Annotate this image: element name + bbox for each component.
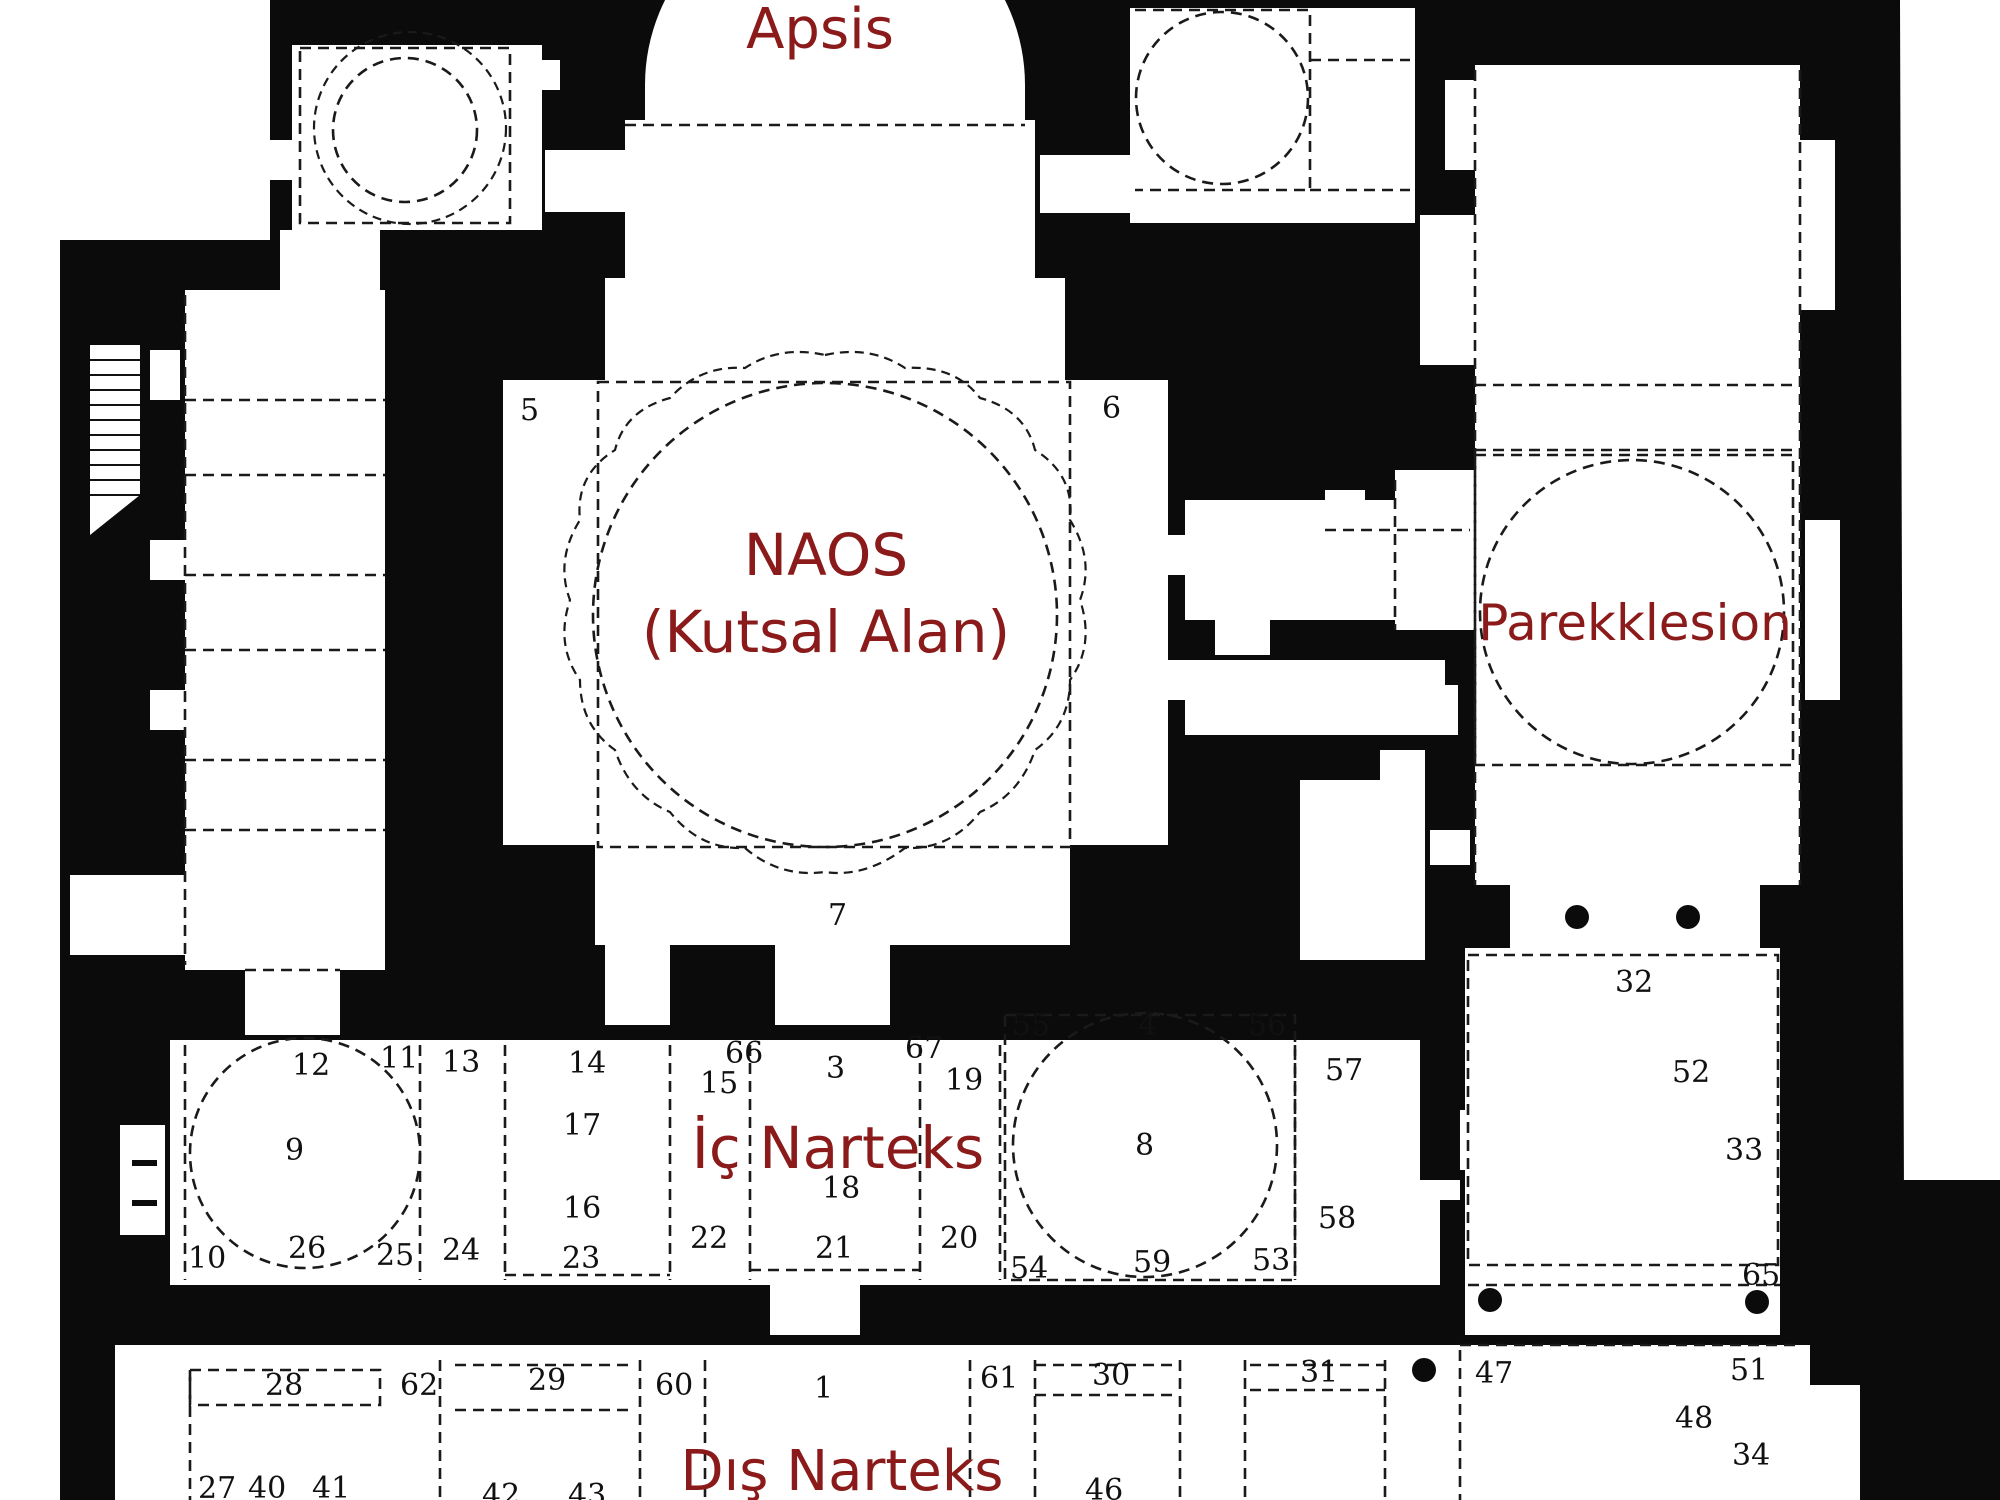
number-65: 65	[1742, 1258, 1780, 1293]
number-23: 23	[562, 1241, 600, 1276]
number-62: 62	[400, 1368, 438, 1403]
label-parekklesion: Parekklesion	[1478, 594, 1792, 652]
number-16: 16	[563, 1191, 601, 1226]
number-54: 54	[1010, 1251, 1048, 1286]
west-door-marks	[132, 1160, 157, 1206]
number-42: 42	[482, 1478, 520, 1500]
number-40: 40	[248, 1471, 286, 1500]
label-ic-narteks: İç Narteks	[692, 1114, 984, 1182]
number-27: 27	[198, 1471, 236, 1500]
naos-room	[503, 380, 1168, 845]
number-58: 58	[1318, 1201, 1356, 1236]
number-26: 26	[288, 1231, 326, 1266]
number-4: 4	[1138, 1008, 1157, 1043]
number-7: 7	[828, 898, 847, 933]
number-46: 46	[1085, 1473, 1123, 1500]
pillar-dot	[1676, 905, 1700, 929]
number-61: 61	[980, 1361, 1018, 1396]
number-47: 47	[1475, 1356, 1513, 1391]
pillars	[1412, 905, 1769, 1382]
number-55: 55	[1012, 1008, 1050, 1043]
number-17: 17	[563, 1108, 601, 1143]
number-30: 30	[1092, 1358, 1130, 1393]
number-51: 51	[1730, 1353, 1768, 1388]
pillar-dot	[1565, 905, 1589, 929]
number-66: 66	[725, 1036, 763, 1071]
number-25: 25	[376, 1238, 414, 1273]
number-22: 22	[690, 1221, 728, 1256]
staircase	[90, 345, 140, 535]
room-numbers: 5 6 7 55 4 56 66 67 12 11 13 14 15 3 19 …	[188, 391, 1780, 1500]
number-28: 28	[265, 1368, 303, 1403]
room-shapes	[70, 0, 1860, 1500]
apse-room	[645, 0, 1025, 125]
number-48: 48	[1675, 1401, 1713, 1436]
number-52: 52	[1672, 1055, 1710, 1090]
label-apsis: Apsis	[746, 0, 894, 62]
label-naos-subtitle: (Kutsal Alan)	[642, 598, 1010, 666]
number-13: 13	[442, 1045, 480, 1080]
number-24: 24	[442, 1233, 480, 1268]
number-10: 10	[188, 1241, 226, 1276]
number-19: 19	[945, 1063, 983, 1098]
number-12: 12	[292, 1048, 330, 1083]
number-8: 8	[1135, 1128, 1154, 1163]
inner-narthex-room	[170, 1040, 1460, 1285]
number-34: 34	[1732, 1438, 1770, 1473]
number-14: 14	[568, 1046, 606, 1081]
area-labels: Apsis NAOS (Kutsal Alan) Parekklesion İç…	[642, 0, 1792, 1500]
number-9: 9	[285, 1133, 304, 1168]
label-naos: NAOS	[744, 521, 909, 589]
number-53: 53	[1252, 1243, 1290, 1278]
number-21: 21	[815, 1231, 853, 1266]
number-57: 57	[1325, 1053, 1363, 1088]
number-32: 32	[1615, 965, 1653, 1000]
number-59: 59	[1133, 1245, 1171, 1280]
number-3: 3	[826, 1051, 845, 1086]
number-56: 56	[1248, 1008, 1286, 1043]
narthex-piers	[170, 1040, 1465, 1345]
number-5: 5	[520, 393, 539, 428]
outer-narthex-room	[115, 1345, 1810, 1500]
number-15: 15	[700, 1066, 738, 1101]
number-6: 6	[1102, 391, 1121, 426]
number-33: 33	[1725, 1133, 1763, 1168]
vault-lines	[183, 8, 1802, 1500]
number-60: 60	[655, 1368, 693, 1403]
number-29: 29	[528, 1363, 566, 1398]
number-11: 11	[380, 1041, 418, 1076]
number-20: 20	[940, 1221, 978, 1256]
pillar-dot	[1478, 1288, 1502, 1312]
number-18: 18	[822, 1171, 860, 1206]
number-31: 31	[1300, 1355, 1338, 1390]
number-41: 41	[312, 1471, 350, 1500]
label-dis-narteks: Dış Narteks	[681, 1439, 1004, 1500]
number-43: 43	[568, 1478, 606, 1500]
pillar-dot	[1745, 1290, 1769, 1314]
number-1: 1	[814, 1371, 833, 1406]
number-67: 67	[905, 1031, 943, 1066]
pillar-dot	[1412, 1358, 1436, 1382]
staircase-treads	[90, 359, 140, 496]
